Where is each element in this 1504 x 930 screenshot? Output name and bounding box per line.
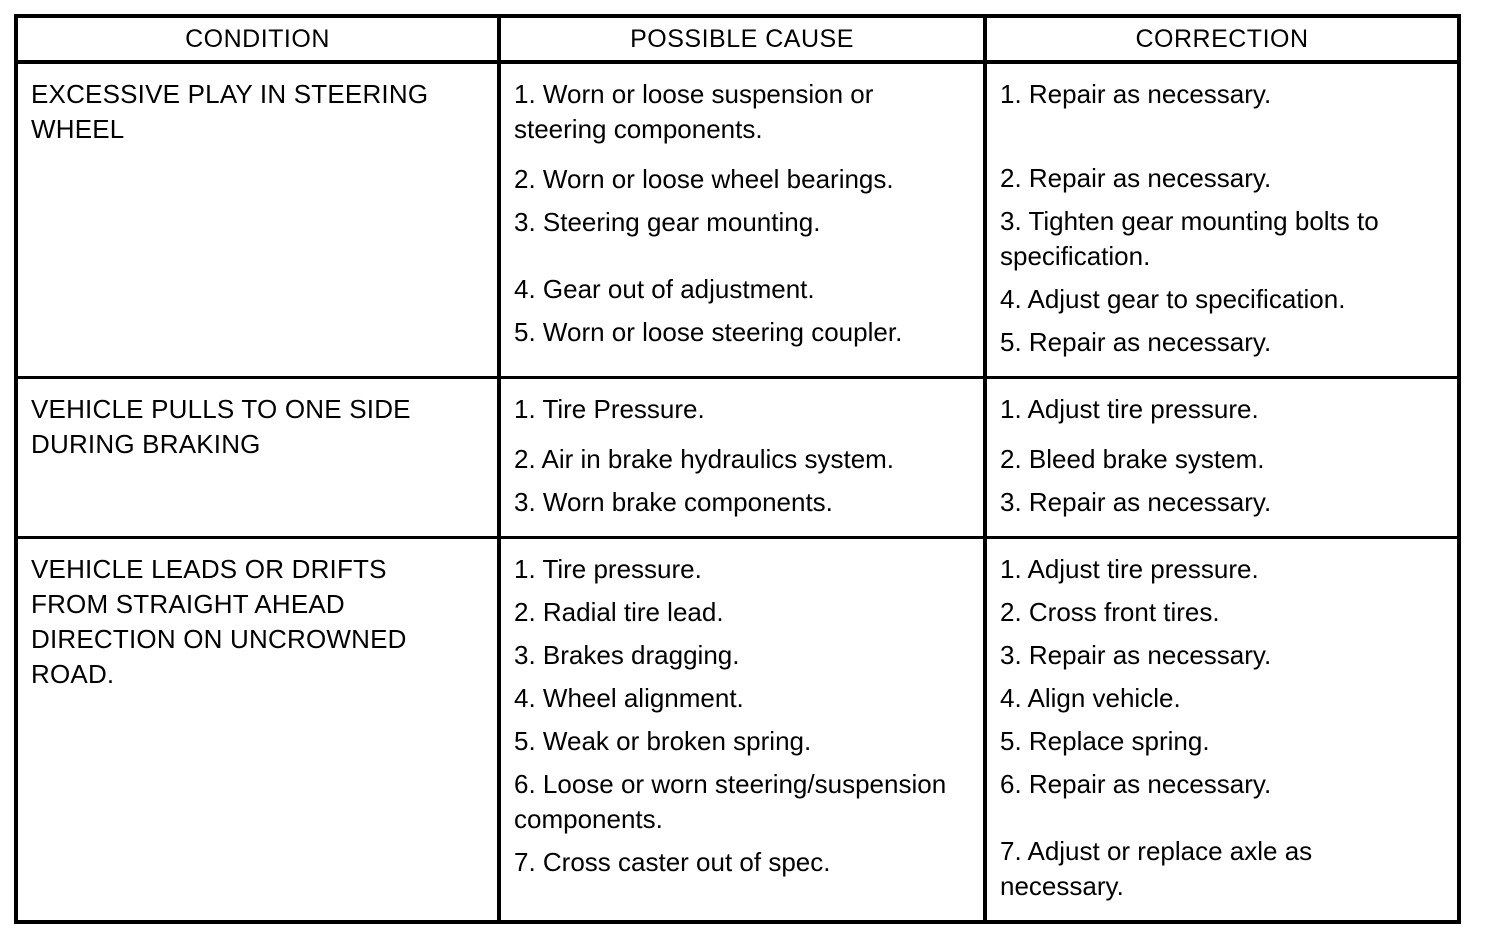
correction-item: 7. Adjust or replace axle as necessary. [1000, 836, 1313, 901]
column-header-possible-cause: POSSIBLE CAUSE [497, 14, 987, 64]
cause-item: 5. Worn or loose steering coupler. [514, 317, 903, 347]
column-header-correction: CORRECTION [983, 14, 1461, 64]
column-header-condition: CONDITION [14, 14, 501, 64]
possible-cause-cell: 1. Tire pressure. 2. Radial tire lead. 3… [497, 536, 987, 924]
cause-item: 3. Brakes dragging. [514, 640, 740, 670]
correction-item: 1. Adjust tire pressure. [1000, 394, 1259, 424]
correction-item: 3. Tighten gear mounting bolts to specif… [1000, 206, 1379, 271]
table-row-pulls-one-side: VEHICLE PULLS TO ONE SIDE DURING BRAKING… [14, 376, 1461, 539]
correction-item: 6. Repair as necessary. [1000, 769, 1272, 799]
cause-item: 2. Air in brake hydraulics system. [514, 444, 895, 474]
condition-cell: VEHICLE PULLS TO ONE SIDE DURING BRAKING [14, 376, 501, 539]
table-row-leads-or-drifts: VEHICLE LEADS OR DRIFTS FROM STRAIGHT AH… [14, 536, 1461, 924]
correction-item: 1. Adjust tire pressure. [1000, 554, 1259, 584]
cause-item: 2. Radial tire lead. [514, 597, 724, 627]
cause-item: 3. Steering gear mounting. [514, 207, 821, 237]
cause-item: 4. Wheel alignment. [514, 683, 744, 713]
cause-item: 2. Worn or loose wheel bearings. [514, 164, 894, 194]
cause-item: 1. Tire pressure. [514, 554, 702, 584]
possible-cause-cell: 1. Worn or loose suspension or steering … [497, 60, 987, 379]
correction-cell: 1. Adjust tire pressure. 2. Bleed brake … [983, 376, 1461, 539]
cause-item: 6. Loose or worn steering/suspension com… [514, 769, 947, 834]
cause-item: 3. Worn brake components. [514, 487, 833, 517]
table-row-excessive-play: EXCESSIVE PLAY IN STEERING WHEEL 1. Worn… [14, 60, 1461, 379]
correction-item: 3. Repair as necessary. [1000, 487, 1272, 517]
troubleshooting-table: CONDITION POSSIBLE CAUSE CORRECTION EXCE… [14, 14, 1461, 924]
condition-cell: VEHICLE LEADS OR DRIFTS FROM STRAIGHT AH… [14, 536, 501, 924]
correction-item: 1. Repair as necessary. [1000, 79, 1272, 109]
correction-item: 4. Adjust gear to specification. [1000, 284, 1346, 314]
correction-cell: 1. Repair as necessary. 2. Repair as nec… [983, 60, 1461, 379]
cause-item: 1. Tire Pressure. [514, 394, 705, 424]
possible-cause-cell: 1. Tire Pressure. 2. Air in brake hydrau… [497, 376, 987, 539]
correction-item: 5. Repair as necessary. [1000, 327, 1272, 357]
correction-item: 2. Repair as necessary. [1000, 163, 1272, 193]
cause-item: 4. Gear out of adjustment. [514, 274, 815, 304]
cause-item: 7. Cross caster out of spec. [514, 847, 831, 877]
correction-item: 3. Repair as necessary. [1000, 640, 1272, 670]
cause-item: 1. Worn or loose suspension or steering … [514, 79, 874, 144]
correction-item: 2. Bleed brake system. [1000, 444, 1265, 474]
correction-item: 4. Align vehicle. [1000, 683, 1181, 713]
cause-item: 5. Weak or broken spring. [514, 726, 812, 756]
header-row: CONDITION POSSIBLE CAUSE CORRECTION [14, 14, 1461, 64]
correction-item: 5. Replace spring. [1000, 726, 1210, 756]
correction-cell: 1. Adjust tire pressure. 2. Cross front … [983, 536, 1461, 924]
correction-item: 2. Cross front tires. [1000, 597, 1220, 627]
condition-cell: EXCESSIVE PLAY IN STEERING WHEEL [14, 60, 501, 379]
